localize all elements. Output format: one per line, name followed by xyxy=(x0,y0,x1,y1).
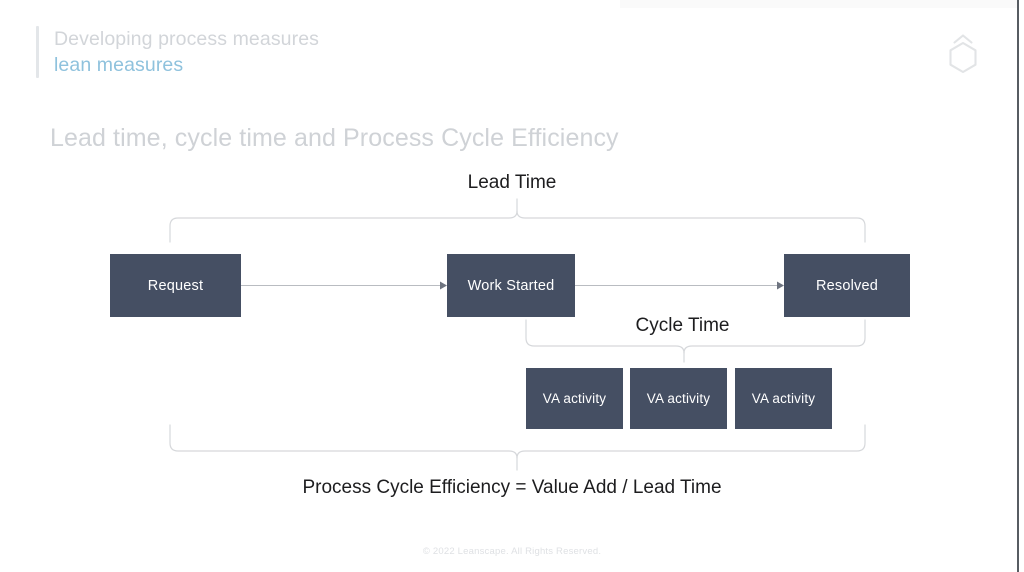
right-frame-edge xyxy=(1017,0,1019,572)
bracket-process-cycle-efficiency xyxy=(169,424,866,471)
value-add-node-1[interactable]: VA activity xyxy=(526,368,623,429)
bracket-label-process-cycle-efficiency: Process Cycle Efficiency = Value Add / L… xyxy=(302,477,722,498)
header-eyebrow-accent: lean measures xyxy=(54,54,184,76)
value-add-node-2[interactable]: VA activity xyxy=(630,368,727,429)
header-eyebrow: Developing process measures xyxy=(54,28,319,50)
header-accent-rule xyxy=(36,26,39,78)
hexagon-chevron-logo-icon xyxy=(942,31,984,77)
value-add-node-3[interactable]: VA activity xyxy=(735,368,832,429)
connector-request-to-work-started xyxy=(241,281,447,290)
bracket-label-cycle-time: Cycle Time xyxy=(635,315,730,336)
slide-header: Developing process measures lean measure… xyxy=(36,26,319,78)
flow-node-work-started[interactable]: Work Started xyxy=(447,254,575,317)
bracket-cycle-time xyxy=(525,319,866,363)
footer-copyright: © 2022 Leanscape. All Rights Reserved. xyxy=(422,546,602,557)
top-edge-tint xyxy=(620,0,1018,8)
flow-node-request[interactable]: Request xyxy=(110,254,241,317)
header-text-group: Developing process measures lean measure… xyxy=(54,26,319,78)
page-title: Lead time, cycle time and Process Cycle … xyxy=(50,124,619,152)
connector-work-started-to-resolved xyxy=(575,281,784,290)
bracket-label-lead-time: Lead Time xyxy=(467,172,557,193)
bracket-lead-time xyxy=(169,198,866,243)
flow-node-resolved[interactable]: Resolved xyxy=(784,254,910,317)
